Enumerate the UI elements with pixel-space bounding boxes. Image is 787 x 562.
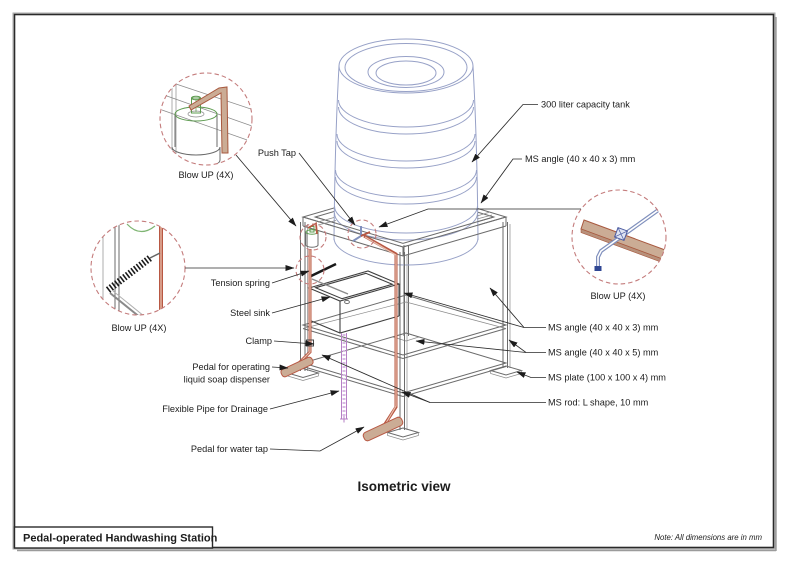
sink-drain-hole [344,299,350,305]
soap-dispenser-model [305,222,319,248]
label-ms-angle-5: MS angle (40 x 40 x 5) mm [548,348,659,358]
water-tank [333,38,479,266]
label-ms-angle-3: MS angle (40 x 40 x 3) mm [548,323,659,333]
label-clamp: Clamp [245,336,272,346]
label-ms-plate: MS plate (100 x 100 x 4) mm [548,373,666,383]
leader-lines [185,104,581,452]
view-title: Isometric view [357,479,451,494]
detail-marker-dispenser [299,223,327,251]
annotations: Push Tap Tension spring Steel sink Clamp… [162,100,666,495]
label-tension-spring: Tension spring [211,278,270,288]
label-steel-sink: Steel sink [230,308,270,318]
pedal-water [362,416,404,442]
push-tap-model [352,226,371,242]
rod-pedal-clamp [613,226,629,242]
frame-front [285,211,524,441]
blowup-pedal-label: Blow UP (4X) [591,291,646,301]
label-ms-rod: MS rod: L shape, 10 mm [548,398,649,408]
label-tank: 300 liter capacity tank [541,100,630,110]
pedal-soap [280,356,314,378]
blowup-dispenser: Blow UP (4X) [159,72,253,180]
label-pedal-water: Pedal for water tap [191,444,268,454]
dimensions-note: Note: All dimensions are in mm [654,533,762,542]
title-block-text: Pedal-operated Handwashing Station [23,533,218,545]
spring-coil [105,255,153,293]
label-ms-angle-top: MS angle (40 x 40 x 3) mm [525,154,636,164]
sheet-border [12,12,777,552]
detail-marker-spring [295,255,325,285]
pedal-rods [280,234,404,442]
tension-spring-model [308,262,349,295]
leg-right [502,222,511,368]
blowup-spring-label: Blow UP (4X) [112,323,167,333]
label-push-tap: Push Tap [258,148,296,158]
dispenser-lever [188,86,229,154]
pedal-plate [580,219,666,264]
label-pedal-soap-1: Pedal for operating [192,362,270,372]
flexible-drain-pipe [340,333,348,423]
label-flexible-pipe: Flexible Pipe for Drainage [162,404,268,414]
detail-marker-tap [347,219,377,249]
title-block: Pedal-operated Handwashing Station Note:… [13,526,763,549]
blowup-dispenser-label: Blow UP (4X) [179,170,234,180]
rod-foot [594,266,602,271]
blowup-pedal: Blow UP (4X) [571,189,667,301]
leg-front [399,252,408,430]
handwashing-station-model [280,38,524,442]
blowup-spring: Blow UP (4X) [90,220,186,333]
label-pedal-soap-2: liquid soap dispenser [184,375,270,385]
